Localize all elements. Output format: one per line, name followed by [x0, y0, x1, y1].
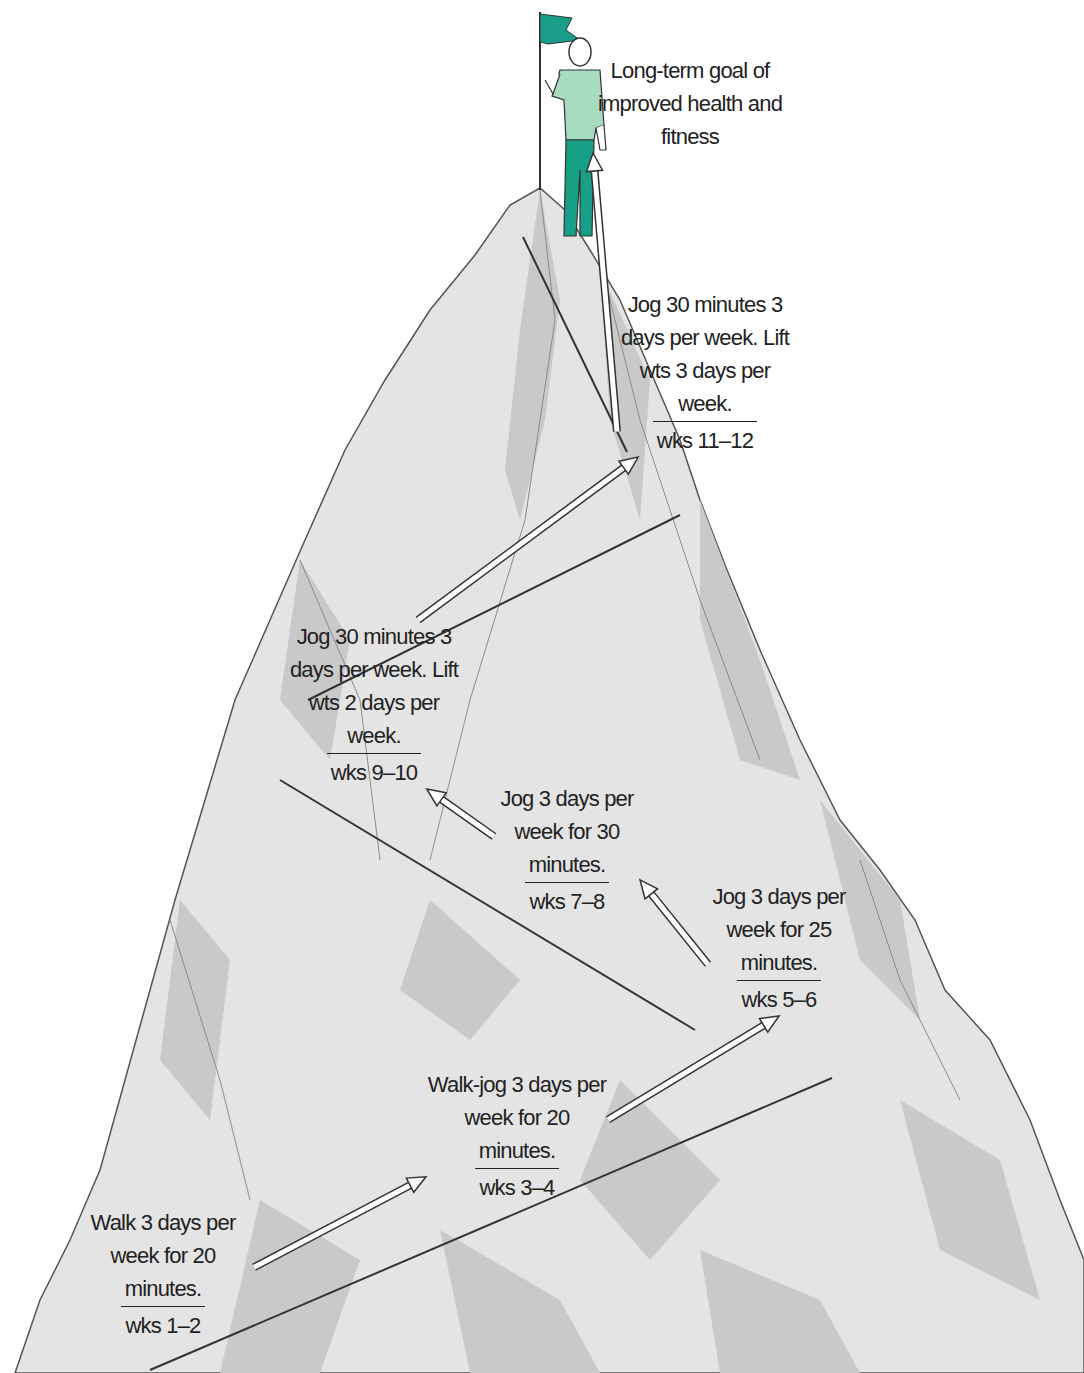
trail-lines: [150, 237, 832, 1370]
week-label: wks 5–6: [737, 980, 820, 1016]
week-label: wks 11–12: [653, 421, 757, 457]
step-text: Jog 30 minutes 3 days per week. Lift wts…: [286, 620, 462, 752]
mountain-shading: [160, 190, 1040, 1373]
progress-arrow: [640, 880, 708, 964]
progress-arrow: [427, 789, 494, 836]
step-box: Walk 3 days per week for 20 minutes.wks …: [72, 1206, 254, 1342]
step-text: Jog 30 minutes 3 days per week. Lift wts…: [617, 288, 793, 420]
mountain-ridges: [170, 190, 960, 1200]
step-box: Walk-jog 3 days per week for 20 minutes.…: [426, 1068, 608, 1204]
step-box: Jog 3 days per week for 25 minutes.wks 5…: [708, 880, 850, 1016]
week-label: wks 7–8: [525, 882, 608, 918]
mountain: [15, 188, 1084, 1373]
step-box: Jog 3 days per week for 30 minutes.wks 7…: [494, 782, 640, 918]
week-label: wks 1–2: [121, 1306, 204, 1342]
step-box: Jog 30 minutes 3 days per week. Lift wts…: [286, 620, 462, 789]
progress-arrow: [418, 457, 638, 620]
week-label: wks 3–4: [475, 1168, 558, 1204]
step-text: Walk 3 days per week for 20 minutes.: [72, 1206, 254, 1305]
progress-arrow: [608, 1016, 779, 1120]
goal-box: Long-term goal of improved health and fi…: [593, 54, 787, 153]
summit-figure: [540, 12, 606, 236]
step-text: Long-term goal of improved health and fi…: [593, 54, 787, 153]
progress-arrow: [587, 153, 617, 432]
step-box: Jog 30 minutes 3 days per week. Lift wts…: [617, 288, 793, 457]
week-label: wks 9–10: [327, 753, 422, 789]
step-text: Jog 3 days per week for 30 minutes.: [494, 782, 640, 881]
step-text: Jog 3 days per week for 25 minutes.: [708, 880, 850, 979]
step-text: Walk-jog 3 days per week for 20 minutes.: [426, 1068, 608, 1167]
progress-arrow: [254, 1177, 426, 1267]
